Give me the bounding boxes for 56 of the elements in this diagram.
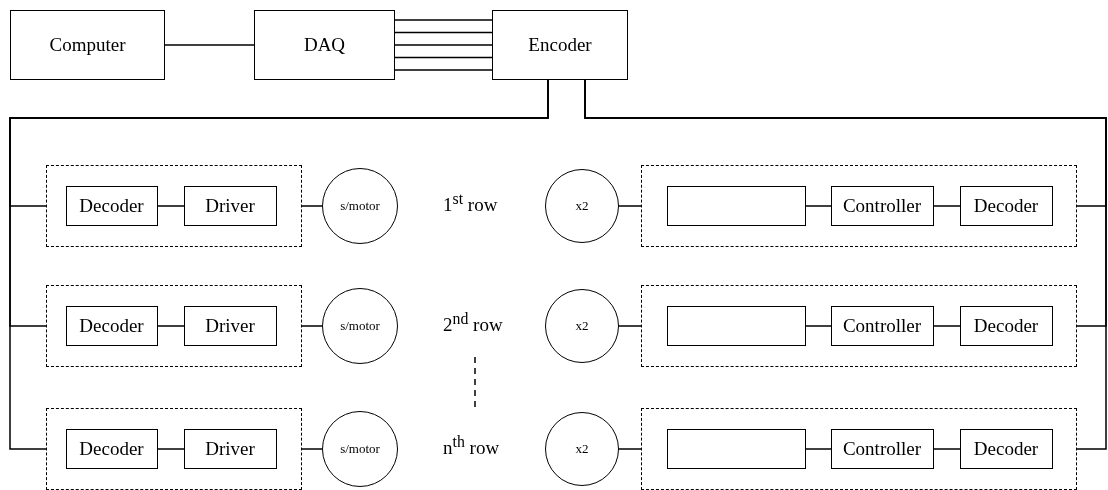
process-box: Decoder [65,428,158,469]
connector-line [164,44,255,46]
connector-line [618,325,642,327]
connector-line [301,205,323,207]
connector-line [933,325,961,327]
dashed-group-box [46,165,302,247]
motor-circle: s/motor [322,168,398,244]
dashed-group-box [46,285,302,367]
process-box: Decoder [959,185,1053,226]
connector-line [584,79,1107,450]
process-box: Encoder [492,10,628,80]
connector-line [933,448,961,450]
connector-line [618,448,642,450]
connector-line [394,44,493,46]
connector-line [9,79,549,450]
dashed-group-box [641,285,1077,367]
process-box: Driver [183,305,277,346]
connector-line [301,325,323,327]
actuator-circle: x2 [545,169,619,243]
connector-line [394,56,493,59]
process-box [666,428,806,469]
connector-line [157,448,185,450]
motor-circle: s/motor [322,288,398,364]
row-label: n$^{th}$ row [443,433,500,460]
process-box [666,185,806,226]
connector-line [157,325,185,327]
process-box: Driver [183,185,277,226]
process-box: Decoder [959,305,1053,346]
dashed-group-box [641,408,1077,490]
process-box: Decoder [65,305,158,346]
actuator-circle: x2 [545,412,619,486]
process-box: Computer [10,10,165,80]
dashed-group-box [641,165,1077,247]
connector-line [618,205,642,207]
process-box: Controller [830,305,934,346]
connector-line [805,325,832,327]
process-box: Controller [830,185,934,226]
process-box: Controller [830,428,934,469]
connector-line [805,448,832,450]
process-box [666,305,806,346]
row-label: 2$^{nd}$ row [443,310,503,337]
row-label: 1$^{st}$ row [443,190,498,217]
connector-line [394,19,493,21]
connector-line [394,31,493,34]
connector-line [933,205,961,207]
dashed-group-box [46,408,302,490]
motor-circle: s/motor [322,411,398,487]
process-box: DAQ [254,10,395,80]
process-box: Driver [183,428,277,469]
connector-line [394,69,493,71]
process-box: Decoder [65,185,158,226]
connector-line [301,448,323,450]
actuator-circle: x2 [545,289,619,363]
connector-line [805,205,832,207]
process-box: Decoder [959,428,1053,469]
connector-line [157,205,185,207]
